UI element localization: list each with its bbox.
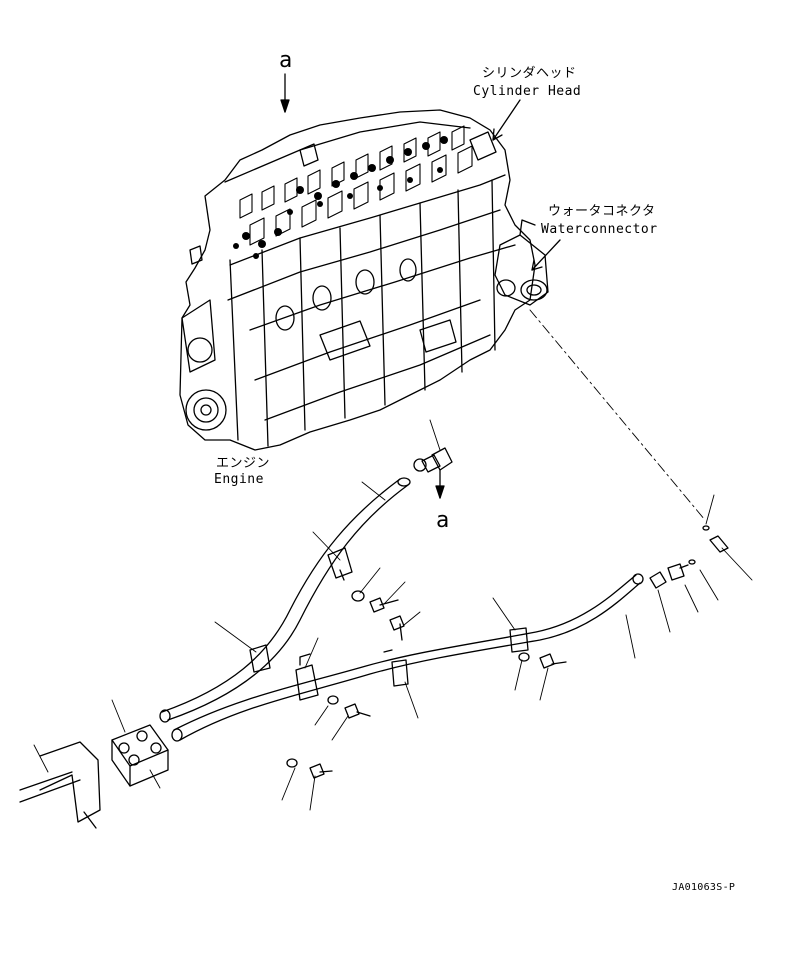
manifold-block xyxy=(19,724,169,829)
clamp-3 xyxy=(295,653,319,701)
view-a-arrow-bottom xyxy=(435,469,445,499)
view-a-arrow-top xyxy=(280,73,290,113)
engine-label-jp: エンジン xyxy=(216,456,271,471)
hose-left xyxy=(159,477,411,723)
engine-illustration xyxy=(179,109,549,451)
dash-dot-connector xyxy=(529,309,706,521)
cylinder-head-leader xyxy=(492,99,521,141)
view-a-label-bottom: a xyxy=(436,508,450,533)
hose-right xyxy=(171,573,644,742)
water-connector-leader xyxy=(531,239,561,271)
drawing-code: JA01063S-P xyxy=(672,882,736,893)
clamp-2 xyxy=(249,644,271,673)
water-connector-part xyxy=(494,219,549,306)
cylinder-head-label-jp: シリンダヘッド xyxy=(482,66,577,81)
bolt-set xyxy=(286,590,567,779)
fitting-set-right xyxy=(649,525,729,589)
clamp-5 xyxy=(509,627,529,653)
engine-label-en: Engine xyxy=(214,472,264,487)
water-connector-label-en: Waterconnector xyxy=(541,222,658,237)
cylinder-head-label-en: Cylinder Head xyxy=(473,84,582,99)
elbow-fitting xyxy=(413,419,453,473)
clamp-1 xyxy=(327,547,353,581)
clamp-4 xyxy=(391,659,409,687)
reference-leaders xyxy=(33,481,753,811)
water-connector-label-jp: ウォータコネクタ xyxy=(548,204,656,219)
view-a-label-top: a xyxy=(279,48,293,73)
